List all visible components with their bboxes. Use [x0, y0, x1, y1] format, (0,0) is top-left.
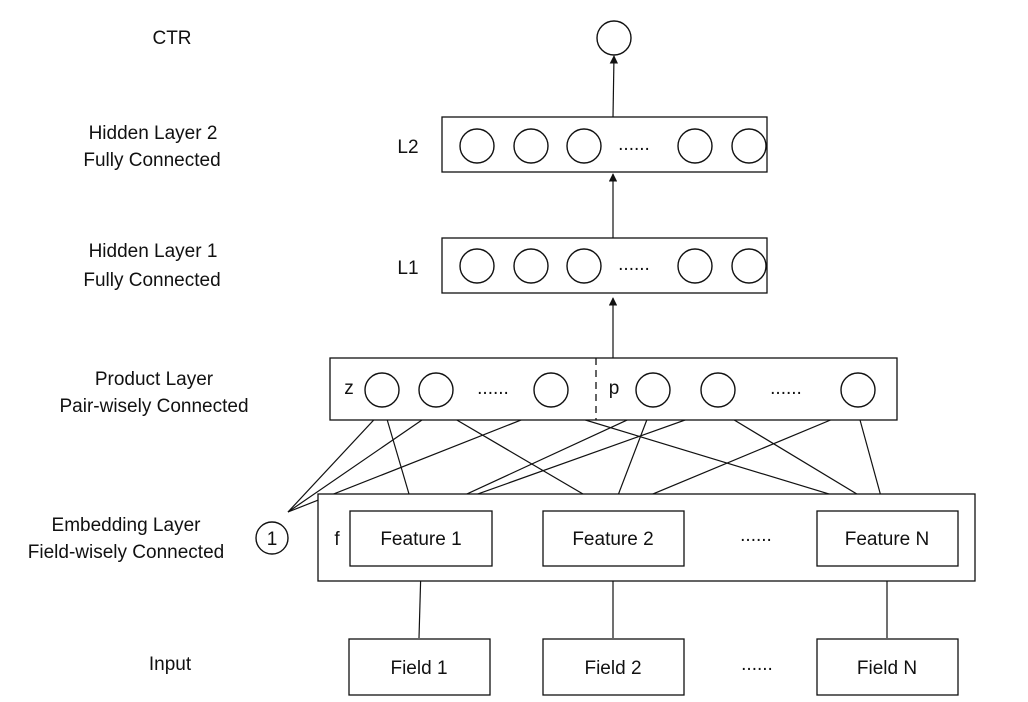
z-node	[418, 372, 454, 408]
l1-node	[677, 248, 713, 284]
feature-n-box	[816, 510, 959, 567]
l1-node	[566, 248, 602, 284]
z-node	[533, 372, 569, 408]
hidden-layer-2-subtitle: Fully Connected	[83, 150, 220, 171]
ctr-label: CTR	[152, 28, 191, 49]
product-layer-title: Product Layer	[95, 369, 214, 390]
hidden-layer-1-box: ......	[441, 237, 768, 294]
l1-node	[459, 248, 495, 284]
field-n-box	[816, 638, 959, 696]
p-label: p	[609, 378, 620, 399]
embedding-layer-subtitle: Field-wisely Connected	[28, 542, 224, 563]
p-node	[840, 372, 876, 408]
field-1-box	[348, 638, 491, 696]
feature-ellipsis: ......	[740, 525, 772, 546]
feature-n-label: Feature N	[845, 529, 929, 550]
z-node	[364, 372, 400, 408]
field-ellipsis: ......	[741, 654, 773, 675]
l2-label: L2	[397, 137, 418, 158]
p-node	[635, 372, 671, 408]
p-node	[700, 372, 736, 408]
l2-node	[677, 128, 713, 164]
product-layer-subtitle: Pair-wisely Connected	[59, 396, 248, 417]
feature-1-label: Feature 1	[380, 529, 461, 550]
l1-ellipsis: ......	[618, 254, 650, 275]
edge-one-z2	[287, 408, 439, 513]
l2-ellipsis: ......	[618, 134, 650, 155]
l2-node	[459, 128, 495, 164]
hidden-layer-2-box: ......	[441, 116, 768, 173]
edge-one-z1	[287, 408, 385, 513]
field-1-label: Field 1	[390, 658, 447, 679]
z-label: z	[344, 378, 354, 399]
f-label: f	[334, 529, 340, 550]
input-label: Input	[149, 654, 192, 675]
product-layer-box: z ...... p ......	[329, 357, 898, 421]
feature-2-label: Feature 2	[572, 529, 653, 550]
constant-one-label: 1	[267, 529, 278, 550]
l1-node	[731, 248, 767, 284]
hidden-layer-1-title: Hidden Layer 1	[89, 241, 218, 262]
embedding-layer-title: Embedding Layer	[52, 515, 202, 536]
l2-node	[513, 128, 549, 164]
l2-node	[731, 128, 767, 164]
edge-l2-ctr	[609, 55, 619, 118]
feature-2-box	[542, 510, 685, 567]
ctr-output-node	[596, 20, 632, 56]
l2-node	[566, 128, 602, 164]
field-2-box	[542, 638, 685, 696]
hidden-layer-2-title: Hidden Layer 2	[89, 123, 218, 144]
field-n-label: Field N	[857, 658, 917, 679]
field-2-label: Field 2	[584, 658, 641, 679]
embedding-layer-box: f Feature 1 Feature 2 ...... Feature N	[317, 493, 976, 582]
z-ellipsis: ......	[477, 378, 509, 399]
constant-one-node	[255, 521, 289, 555]
feature-1-box	[349, 510, 493, 567]
l1-label: L1	[397, 258, 418, 279]
input-fields: Field 1 Field 2 ...... Field N	[348, 638, 959, 696]
p-ellipsis: ......	[770, 378, 802, 399]
hidden-layer-1-subtitle: Fully Connected	[83, 270, 220, 291]
l1-node	[513, 248, 549, 284]
